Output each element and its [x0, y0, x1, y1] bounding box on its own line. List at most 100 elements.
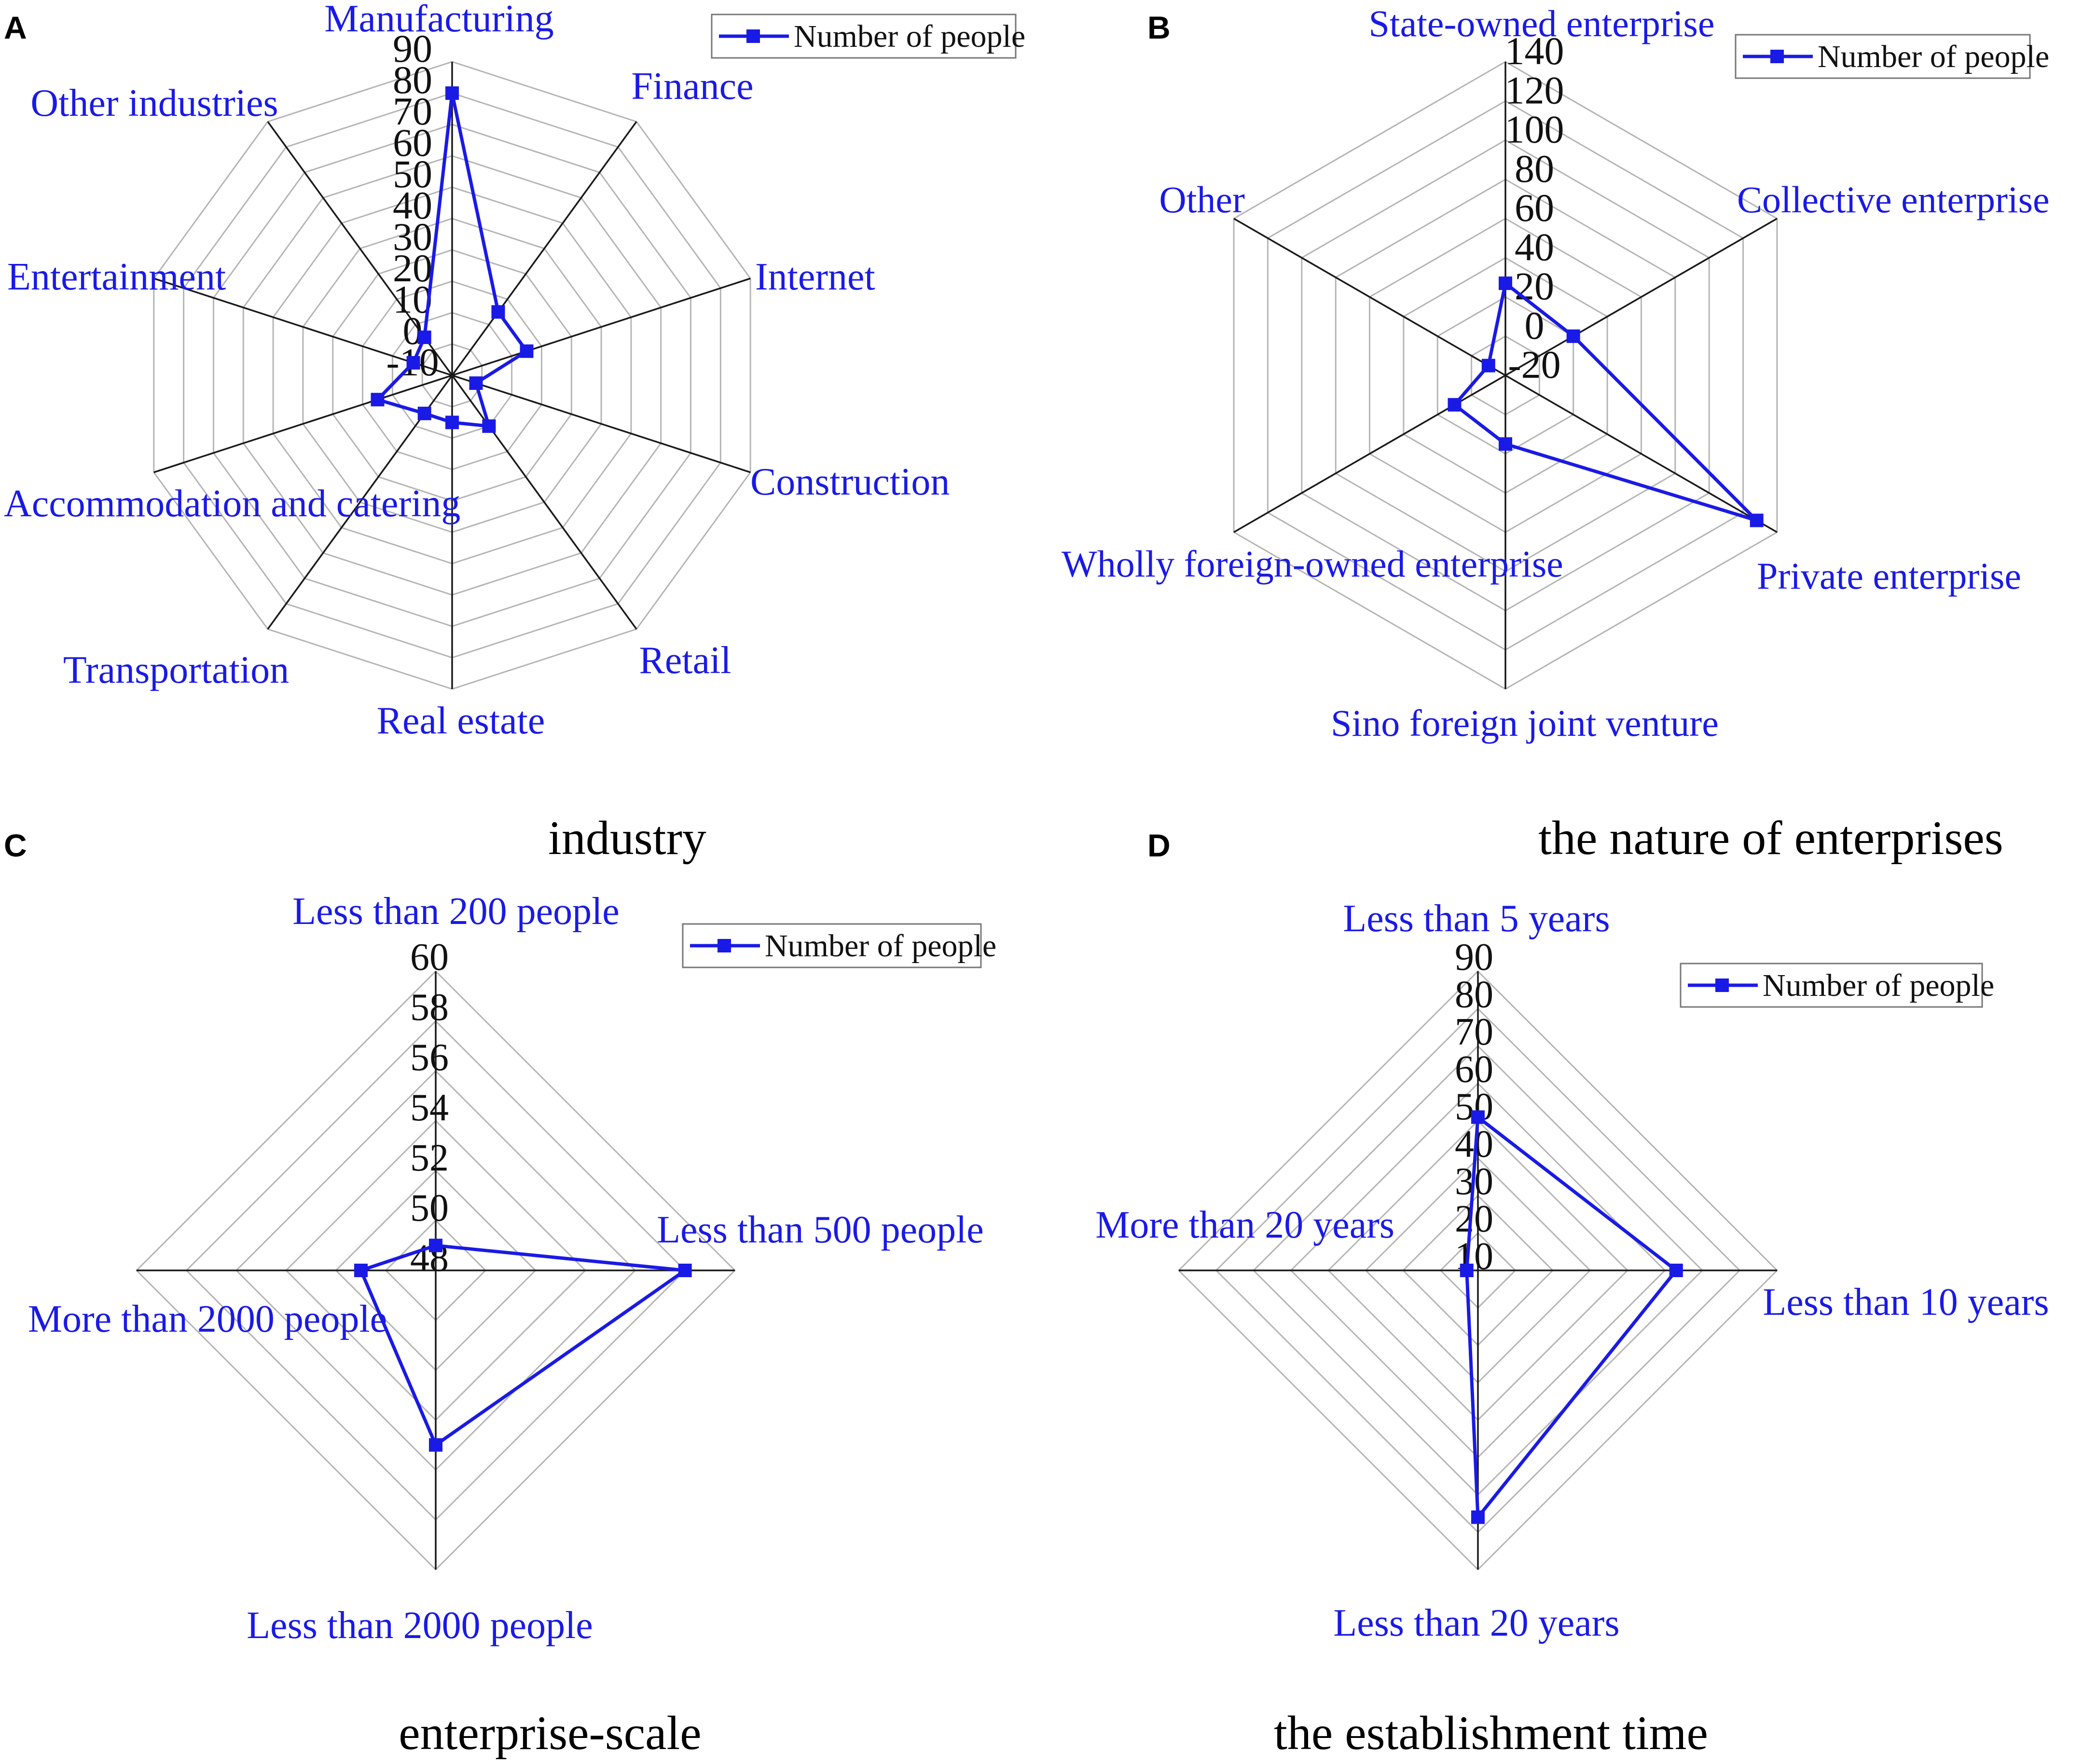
axis-spoke [153, 277, 453, 376]
data-point [417, 406, 431, 420]
panel-letter: B [1147, 10, 1171, 45]
radar-panel-a: 9080706050403020100-10ManufacturingFinan… [4, 0, 1025, 865]
category-label: Entertainment [7, 256, 226, 298]
tick-label: 60 [1515, 186, 1554, 230]
data-point [1750, 513, 1764, 527]
tick-label: 40 [1515, 225, 1554, 269]
panel-caption: the nature of enterprises [1538, 811, 2003, 865]
axis-spoke [451, 121, 637, 376]
category-label: Internet [755, 256, 875, 298]
data-point [445, 86, 459, 100]
data-point [445, 415, 459, 429]
data-point [491, 305, 505, 319]
data-point [406, 356, 420, 370]
category-label: Collective enterprise [1737, 179, 2050, 220]
category-label: Sino foreign joint venture [1331, 702, 1719, 744]
panel-letter: C [4, 827, 27, 863]
category-label: Transportation [63, 649, 289, 691]
category-label: Less than 5 years [1343, 897, 1610, 940]
tick-label: 20 [1515, 264, 1554, 308]
panel-letter: A [4, 10, 27, 45]
axis-spoke [1505, 218, 1778, 376]
category-label: More than 20 years [1095, 1204, 1394, 1246]
tick-label: 52 [410, 1137, 449, 1179]
legend-label: Number of people [1818, 39, 2049, 74]
axis-spoke [1233, 218, 1506, 376]
legend-marker [746, 29, 760, 43]
tick-label: 120 [1505, 68, 1564, 112]
tick-label: 60 [1455, 1048, 1493, 1091]
tick-label: 40 [393, 183, 432, 227]
data-point [678, 1264, 692, 1277]
data-point [417, 331, 431, 345]
category-label: Construction [750, 461, 950, 503]
category-label: Less than 500 people [657, 1209, 984, 1251]
data-point [482, 419, 496, 433]
tick-label: 58 [410, 986, 449, 1029]
panel-caption: the establishment time [1274, 1706, 1708, 1760]
category-label: Other industries [30, 82, 278, 124]
tick-label: 70 [393, 89, 432, 133]
data-point [1471, 1510, 1485, 1524]
axis-spoke [1505, 374, 1778, 533]
category-label: Manufacturing [324, 0, 553, 40]
data-point [1448, 398, 1462, 412]
legend-marker [1770, 50, 1784, 63]
legend-marker [717, 939, 731, 952]
category-label: Less than 10 years [1763, 1281, 2049, 1323]
tick-label: 30 [393, 215, 432, 259]
legend-label: Number of people [765, 928, 996, 964]
category-label: Finance [631, 65, 753, 108]
category-label: Less than 200 people [292, 890, 620, 933]
legend-label: Number of people [794, 19, 1025, 54]
tick-label: 80 [1455, 974, 1493, 1016]
data-point [429, 1438, 442, 1452]
category-label: Real estate [377, 700, 545, 742]
data-point [354, 1264, 368, 1277]
tick-label: 140 [1505, 29, 1564, 73]
category-label: Less than 20 years [1333, 1602, 1619, 1644]
axis-spoke [452, 277, 751, 376]
data-point [1471, 1110, 1485, 1124]
tick-label: 50 [393, 152, 432, 196]
tick-label: 90 [393, 27, 432, 70]
data-point [429, 1239, 442, 1253]
tick-label: 54 [410, 1087, 449, 1129]
tick-label: 60 [410, 936, 449, 978]
tick-label: -20 [1508, 343, 1560, 386]
category-label: Less than 2000 people [247, 1604, 593, 1647]
category-label: Retail [639, 639, 731, 682]
category-label: Other [1159, 179, 1245, 220]
tick-label: 70 [1455, 1011, 1493, 1053]
data-point [469, 376, 483, 390]
data-point [1481, 358, 1495, 372]
tick-label: 90 [1455, 936, 1493, 978]
category-label: Private enterprise [1757, 555, 2021, 597]
data-point [1499, 437, 1512, 451]
category-label: More than 2000 people [28, 1298, 387, 1340]
tick-label: 100 [1505, 108, 1564, 152]
tick-label: 56 [410, 1036, 449, 1079]
category-label: State-owned enterprise [1369, 2, 1715, 44]
axis-spoke [153, 374, 453, 473]
data-point [1460, 1264, 1474, 1277]
tick-label: 50 [410, 1187, 449, 1229]
series-line [359, 1243, 687, 1447]
data-point [520, 344, 534, 358]
data-point [1669, 1264, 1683, 1277]
panel-caption: enterprise-scale [399, 1706, 701, 1760]
legend-marker [1715, 978, 1729, 992]
axis-spoke [452, 374, 751, 473]
tick-label: 20 [393, 246, 432, 290]
panel-letter: D [1147, 827, 1171, 863]
data-point [1566, 329, 1580, 343]
tick-label: 20 [1455, 1198, 1493, 1240]
tick-label: 60 [393, 121, 432, 165]
panel-caption: industry [548, 811, 706, 865]
category-label: Wholly foreign-owned enterprise [1062, 543, 1563, 585]
axis-spoke [451, 374, 637, 630]
data-point [371, 393, 385, 407]
